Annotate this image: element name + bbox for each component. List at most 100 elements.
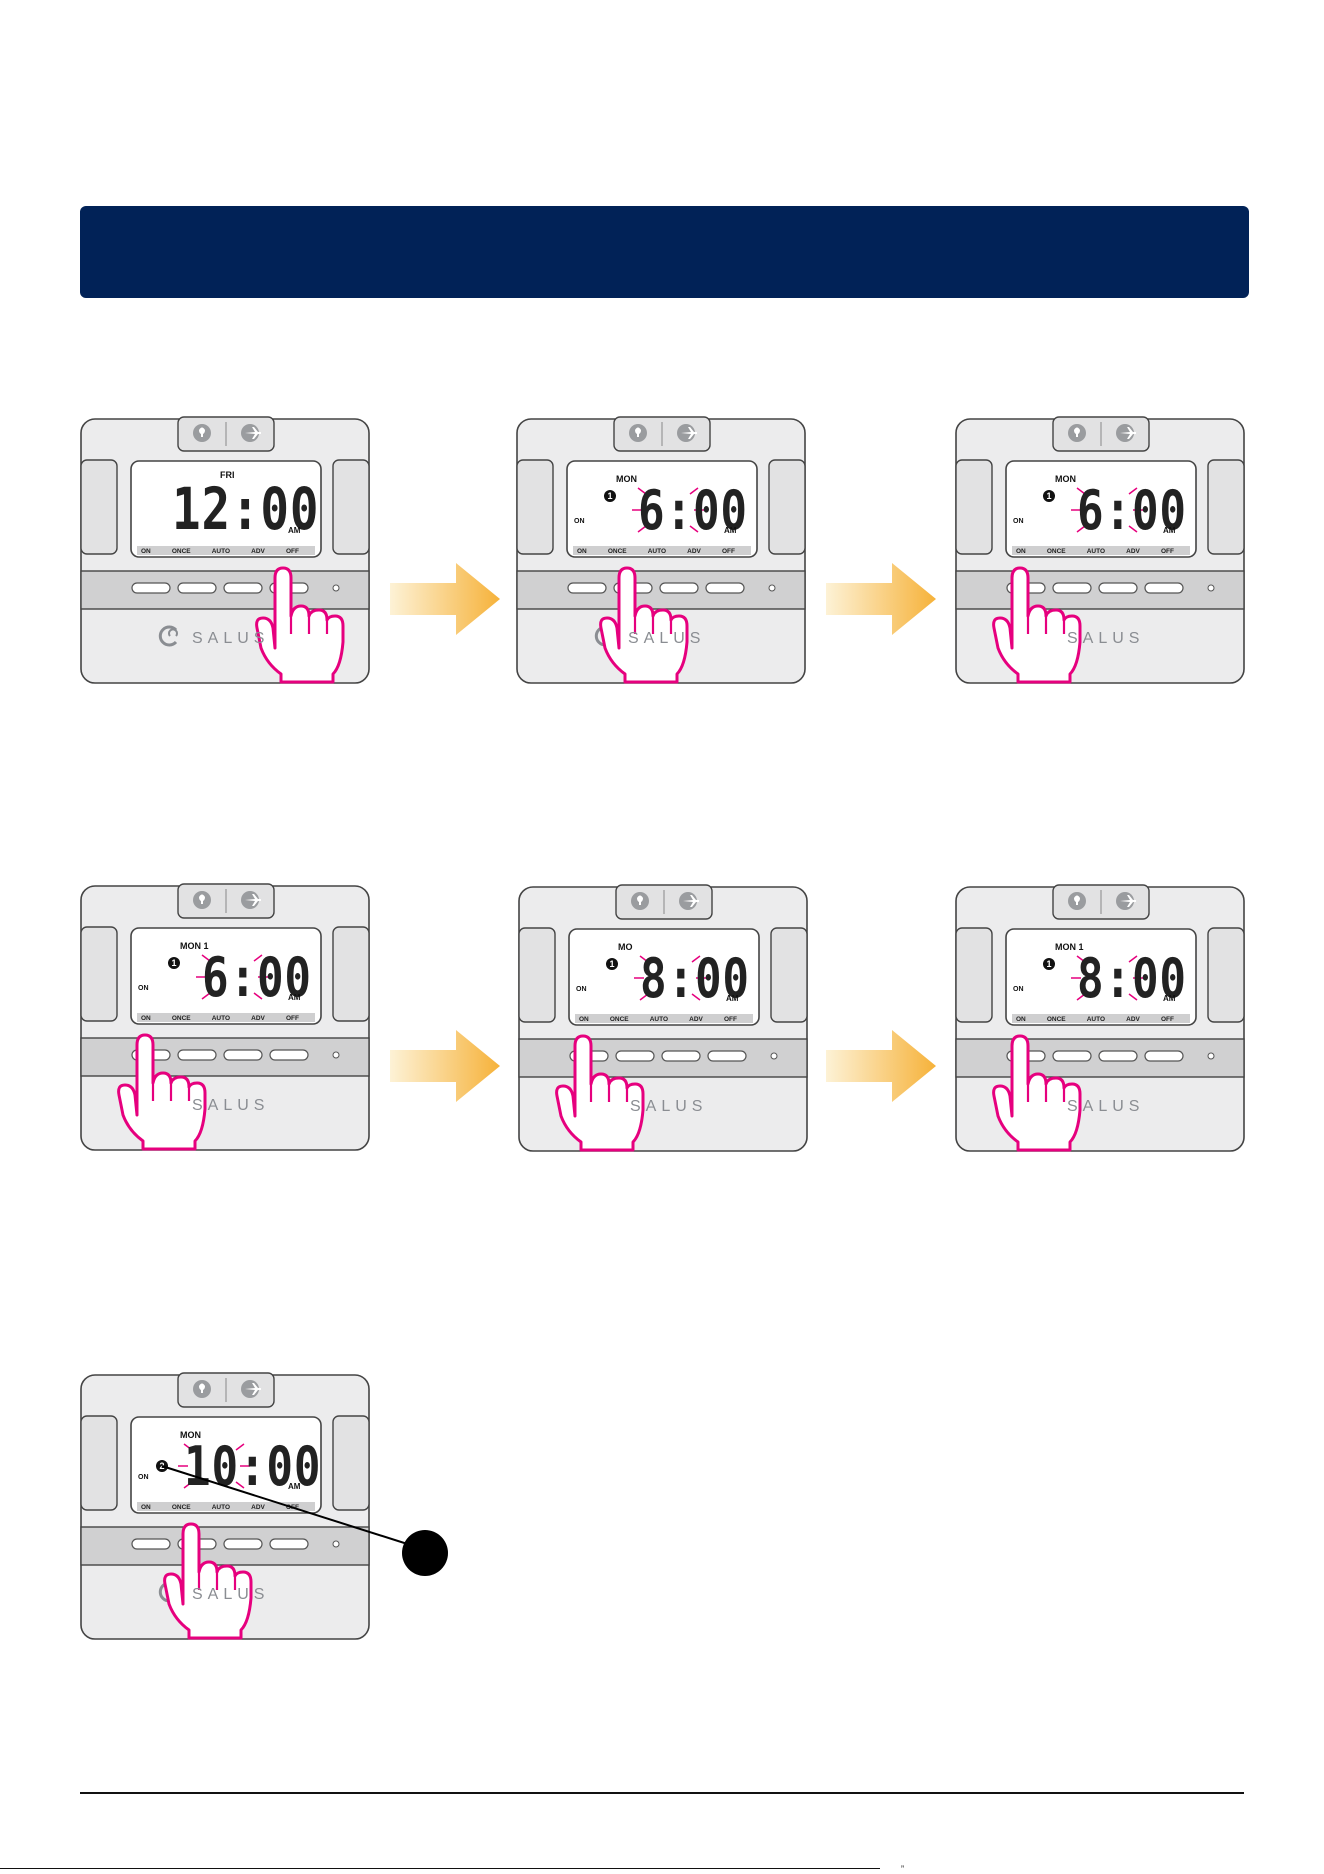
label-on: ON bbox=[1016, 548, 1026, 555]
program-number-badge: 1 bbox=[604, 490, 616, 502]
step-illustration-7: SALUS MON 2 ON 10:00 AM ON ONCE AUTO ADV… bbox=[80, 1372, 370, 1640]
lcd-day: MO bbox=[618, 942, 633, 952]
label-auto: AUTO bbox=[211, 1504, 231, 1511]
lcd-time: 12:00 bbox=[172, 475, 320, 543]
label-once: ONCE bbox=[1046, 548, 1066, 555]
lcd-day: MON bbox=[616, 474, 637, 484]
program-number-badge: 1 bbox=[1043, 490, 1055, 502]
brand-logo: SALUS bbox=[1067, 1098, 1145, 1115]
pointing-hand-icon bbox=[992, 566, 1082, 684]
label-on: ON bbox=[1016, 1016, 1026, 1023]
label-adv: ADV bbox=[1126, 1016, 1140, 1023]
bottom-divider bbox=[0, 1868, 880, 1869]
button-labels: ON ONCE AUTO ADV OFF bbox=[141, 548, 299, 555]
label-once: ONCE bbox=[171, 1504, 191, 1511]
step-arrow bbox=[826, 1030, 936, 1102]
callout-marker bbox=[402, 1530, 448, 1576]
label-auto: AUTO bbox=[211, 1015, 231, 1022]
label-once: ONCE bbox=[171, 1015, 191, 1022]
label-adv: ADV bbox=[251, 548, 265, 555]
thermostat-illustration bbox=[80, 883, 370, 1151]
lcd-time: 10:00 bbox=[184, 1435, 322, 1498]
lcd-day: MON 1 bbox=[180, 941, 209, 951]
pointing-hand-icon bbox=[117, 1033, 207, 1151]
label-adv: ADV bbox=[251, 1015, 265, 1022]
lcd-time: 8:00 bbox=[1077, 947, 1187, 1010]
lcd-day: MON 1 bbox=[1055, 942, 1084, 952]
section-header-banner bbox=[80, 206, 1249, 298]
label-auto: AUTO bbox=[1086, 1016, 1106, 1023]
lcd-ampm: AM bbox=[288, 993, 301, 1002]
pointing-hand-icon bbox=[555, 1034, 645, 1152]
label-adv: ADV bbox=[689, 1016, 703, 1023]
thermostat-illustration bbox=[516, 416, 806, 684]
footer-mark: ” bbox=[901, 1864, 904, 1874]
pointing-hand-icon bbox=[992, 1034, 1082, 1152]
thermostat-illustration bbox=[955, 884, 1245, 1152]
step-arrow bbox=[390, 1030, 500, 1102]
label-once: ONCE bbox=[609, 1016, 629, 1023]
button-labels: ON ONCE AUTO ADV OFF bbox=[141, 1504, 299, 1511]
lcd-day: MON bbox=[1055, 474, 1076, 484]
brand-logo: SALUS bbox=[192, 1586, 270, 1603]
lcd-time: 6:00 bbox=[1077, 479, 1187, 542]
lcd-ampm: AM bbox=[724, 526, 737, 535]
lcd-mode-indicator: ON bbox=[576, 986, 587, 993]
lcd-ampm: AM bbox=[288, 526, 301, 535]
lcd-ampm: AM bbox=[726, 994, 739, 1003]
label-on: ON bbox=[577, 548, 587, 555]
brand-logo: SALUS bbox=[630, 1098, 708, 1115]
brand-logo: SALUS bbox=[192, 1097, 270, 1114]
pointing-hand-icon bbox=[255, 566, 345, 684]
label-on: ON bbox=[579, 1016, 589, 1023]
label-auto: AUTO bbox=[647, 548, 667, 555]
label-off: OFF bbox=[1160, 548, 1174, 555]
lcd-time: 6:00 bbox=[202, 946, 312, 1009]
label-on: ON bbox=[141, 548, 151, 555]
program-number-badge: 1 bbox=[1043, 958, 1055, 970]
lcd-mode-indicator: ON bbox=[138, 1474, 149, 1481]
step-illustration-2: SALUS MON 1 ON 6:00 AM ON ONCE AUTO ADV … bbox=[516, 416, 806, 684]
brand-logo: SALUS bbox=[628, 630, 706, 647]
button-labels: ON ONCE AUTO ADV OFF bbox=[579, 1016, 737, 1023]
lcd-day: FRI bbox=[220, 470, 235, 480]
lcd-ampm: AM bbox=[288, 1482, 301, 1491]
step-illustration-5: SALUS MO 1 ON 8:00 AM ON ONCE AUTO ADV O… bbox=[518, 884, 808, 1152]
label-auto: AUTO bbox=[1086, 548, 1106, 555]
program-number-badge: 1 bbox=[606, 958, 618, 970]
label-once: ONCE bbox=[607, 548, 627, 555]
button-labels: ON ONCE AUTO ADV OFF bbox=[1016, 548, 1174, 555]
pointing-hand-icon bbox=[599, 566, 689, 684]
step-illustration-1: SALUS FRI 12:00 AM ON ONCE AUTO ADV OFF bbox=[80, 416, 370, 684]
step-arrow bbox=[390, 563, 500, 635]
thermostat-illustration bbox=[518, 884, 808, 1152]
label-off: OFF bbox=[721, 548, 735, 555]
lcd-ampm: AM bbox=[1163, 994, 1176, 1003]
button-labels: ON ONCE AUTO ADV OFF bbox=[141, 1015, 299, 1022]
label-off: OFF bbox=[285, 548, 299, 555]
label-adv: ADV bbox=[251, 1504, 265, 1511]
step-illustration-6: SALUS MON 1 1 ON 8:00 AM ON ONCE AUTO AD… bbox=[955, 884, 1245, 1152]
lcd-time: 6:00 bbox=[638, 479, 748, 542]
button-labels: ON ONCE AUTO ADV OFF bbox=[577, 548, 735, 555]
label-adv: ADV bbox=[687, 548, 701, 555]
thermostat-illustration bbox=[955, 416, 1245, 684]
lcd-mode-indicator: ON bbox=[1013, 518, 1024, 525]
label-on: ON bbox=[141, 1015, 151, 1022]
label-on: ON bbox=[141, 1504, 151, 1511]
step-arrow bbox=[826, 563, 936, 635]
lcd-mode-indicator: ON bbox=[138, 985, 149, 992]
program-number-badge: 1 bbox=[168, 957, 180, 969]
lcd-time: 8:00 bbox=[640, 947, 750, 1010]
lcd-ampm: AM bbox=[1163, 526, 1176, 535]
program-number-badge: 2 bbox=[156, 1460, 168, 1472]
label-off: OFF bbox=[1160, 1016, 1174, 1023]
step-illustration-3: SALUS MON 1 ON 6:00 AM ON ONCE AUTO ADV … bbox=[955, 416, 1245, 684]
label-off: OFF bbox=[285, 1015, 299, 1022]
brand-logo: SALUS bbox=[1067, 630, 1145, 647]
thermostat-illustration bbox=[80, 416, 370, 684]
step-illustration-4: SALUS MON 1 1 ON 6:00 AM ON ONCE AUTO AD… bbox=[80, 883, 370, 1151]
label-auto: AUTO bbox=[211, 548, 231, 555]
button-labels: ON ONCE AUTO ADV OFF bbox=[1016, 1016, 1174, 1023]
label-auto: AUTO bbox=[649, 1016, 669, 1023]
